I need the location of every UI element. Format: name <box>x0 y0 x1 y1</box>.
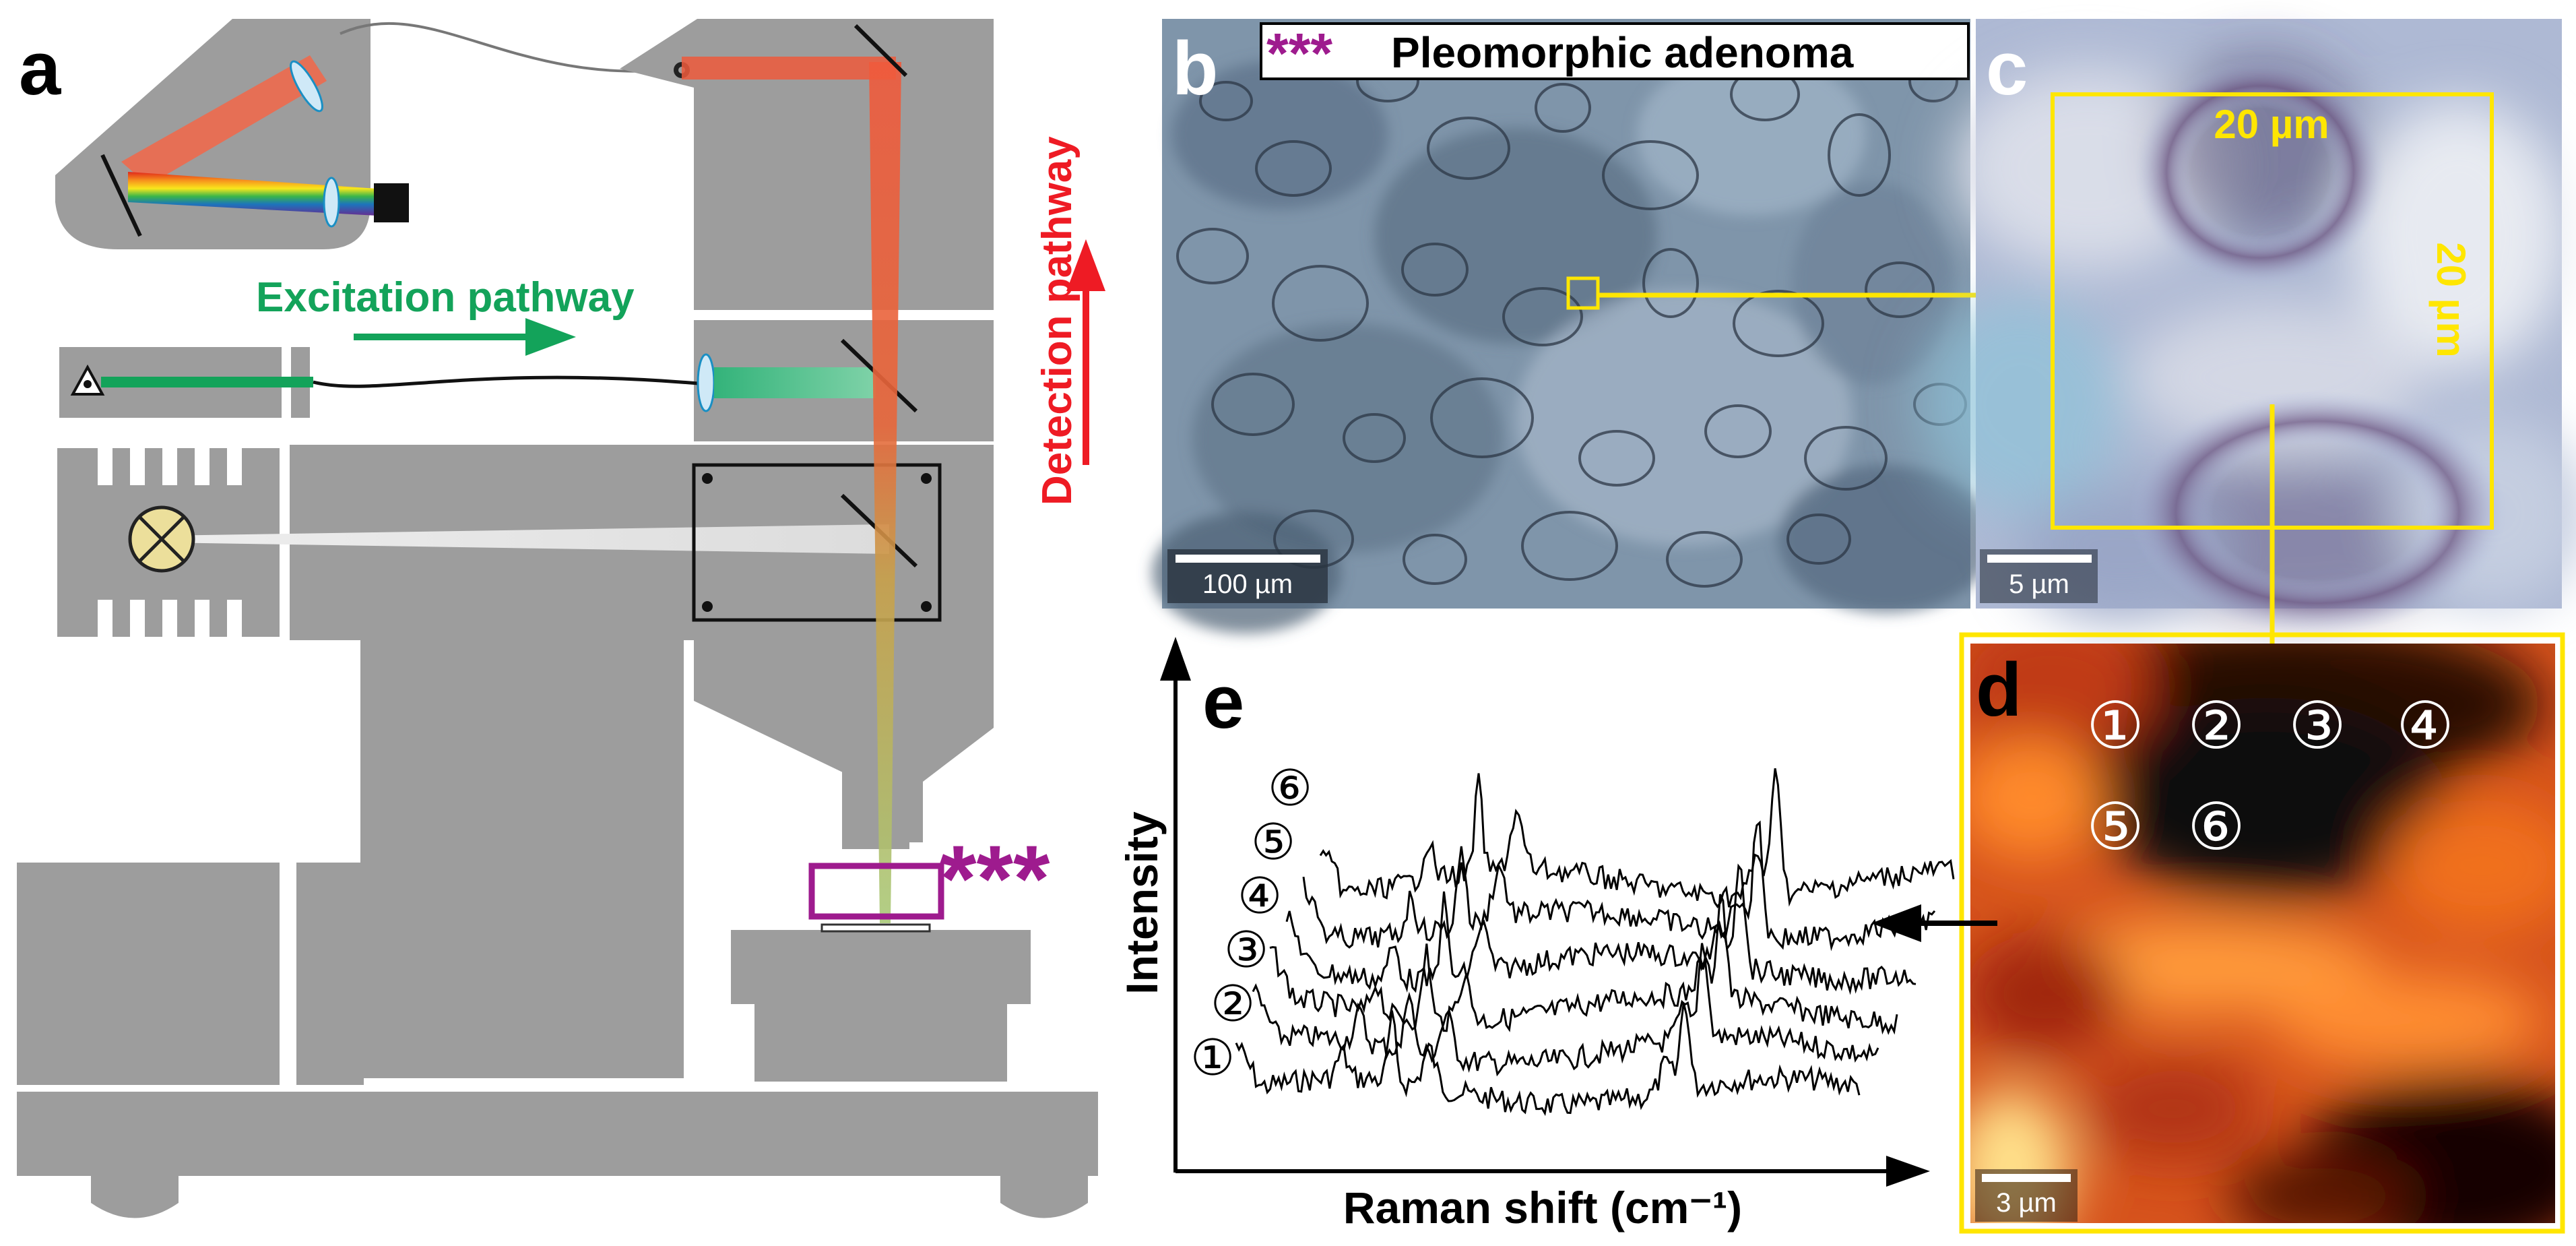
x-axis-label: Raman shift (cm⁻¹) <box>1343 1183 1742 1233</box>
stage <box>731 930 1031 1004</box>
spectrum-line-3 <box>1269 894 1898 1035</box>
spectrum-label-1: ① <box>1190 1029 1235 1087</box>
spectrum-line-5 <box>1302 820 1936 952</box>
panel-e-spectra: e Intensity Raman shift (cm⁻¹) ① ② ③ ④ ⑤… <box>1117 637 1955 1233</box>
excitation-fiber <box>313 375 707 388</box>
spectrum-rainbow <box>128 172 377 216</box>
laser-module <box>59 338 918 418</box>
foot-left <box>91 1176 179 1218</box>
foot-right <box>1000 1176 1088 1218</box>
scale-bar-d <box>1982 1174 2071 1182</box>
map-point-1: ① <box>2086 688 2144 764</box>
scale-bar-b-label: 100 µm <box>1202 569 1293 599</box>
panel-b-label: b <box>1172 26 1218 111</box>
sample-marker: *** <box>940 826 1050 931</box>
spectrometer-lens-2 <box>323 177 340 228</box>
panel-d-label: d <box>1976 648 2022 732</box>
spectrum-line-1 <box>1235 1003 1861 1117</box>
map-point-5: ⑤ <box>2086 789 2144 865</box>
scale-bar-c-label: 5 µm <box>2009 569 2069 599</box>
excitation-lens <box>697 353 715 412</box>
map-point-6: ⑥ <box>2187 789 2245 865</box>
spectrum-label-4: ④ <box>1237 867 1282 925</box>
spectrum-line-6 <box>1319 768 1955 908</box>
ccd-detector <box>374 183 409 222</box>
lamp-housing <box>57 448 889 637</box>
spectrum-label-3: ③ <box>1224 921 1268 979</box>
spectra-lines <box>1235 768 1955 1117</box>
objective-tip <box>842 741 909 849</box>
title-box <box>1260 22 1970 80</box>
excitation-label: Excitation pathway <box>256 274 635 321</box>
spectrometer <box>55 19 409 249</box>
laser-beam <box>101 377 313 387</box>
width-label: 20 µm <box>2214 102 2329 147</box>
detection-beam-horizontal <box>682 57 896 80</box>
grating <box>100 154 142 237</box>
scale-bar-d-label: 3 µm <box>1996 1188 2057 1218</box>
sample-box <box>808 863 944 920</box>
map-points: ① ② ③ ④ ⑤ ⑥ <box>2086 688 2454 865</box>
spectrum-label-6: ⑥ <box>1268 759 1312 817</box>
panel-a-schematic: a <box>17 19 1105 1218</box>
micrograph-title: Pleomorphic adenoma <box>1391 28 1854 77</box>
illumination-beam <box>162 524 889 554</box>
spectrum-labels: ① ② ③ ④ ⑤ ⑥ <box>1190 759 1312 1087</box>
fold-mirror <box>854 24 908 77</box>
map-point-3: ③ <box>2288 688 2346 764</box>
excitation-beam <box>714 367 876 398</box>
title-marker: *** <box>1266 22 1332 85</box>
panel-c-zoom: 20 µm 20 µm c 5 µm <box>1920 19 2576 741</box>
spectrum-label-2: ② <box>1211 975 1255 1033</box>
scale-bar-b <box>1176 555 1320 563</box>
spectrum-label-5: ⑤ <box>1251 813 1295 871</box>
panel-d-raman-map: d ① ② ③ ④ ⑤ ⑥ 3 µm <box>1871 632 2565 1234</box>
panel-a-label: a <box>19 26 61 111</box>
sample-slide <box>820 923 931 933</box>
dispersed-beam <box>121 55 327 185</box>
panel-b-micrograph: b *** Pleomorphic adenoma 100 µm <box>1152 19 2048 633</box>
spectrum-line-2 <box>1252 943 1879 1077</box>
panel-e-label: e <box>1202 660 1244 744</box>
map-point-4: ④ <box>2396 688 2454 764</box>
y-axis-label: Intensity <box>1117 811 1167 995</box>
detection-beam-vertical <box>869 62 901 923</box>
spectrum-line-4 <box>1285 863 1917 995</box>
height-label: 20 µm <box>2428 242 2474 357</box>
panel-c-label: c <box>1986 26 2028 111</box>
detection-label: Detection pathway <box>1034 136 1081 505</box>
scale-bar-c <box>1987 555 2092 563</box>
spectrometer-lens-1 <box>290 60 323 113</box>
detection-fiber <box>340 22 681 73</box>
map-point-2: ② <box>2187 688 2245 764</box>
